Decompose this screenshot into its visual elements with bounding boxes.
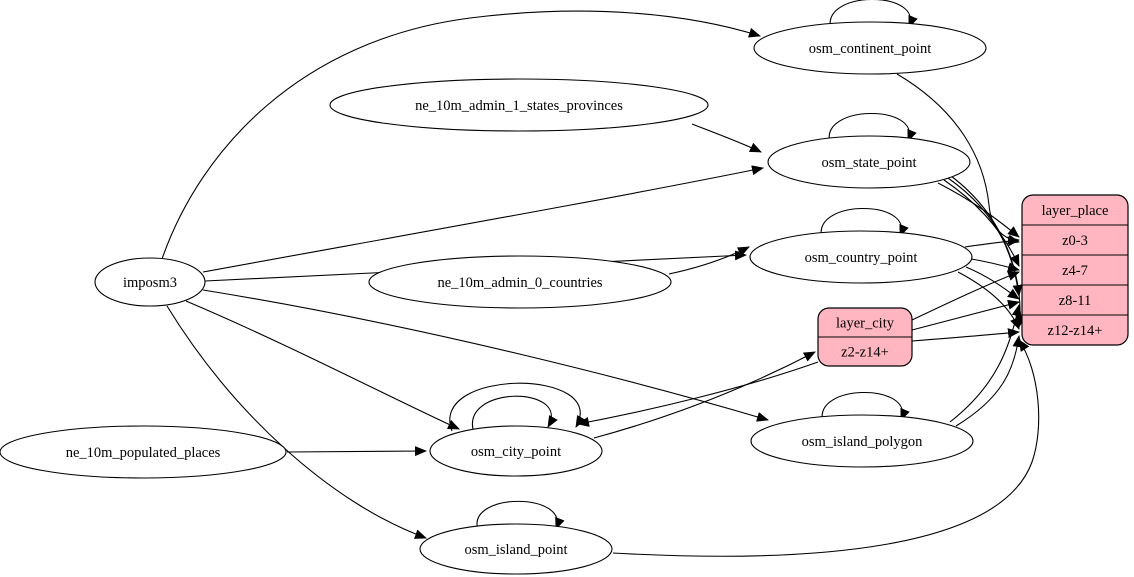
- edge-osm_island_polygon-to-osm_island_polygon: [821, 391, 910, 423]
- node-shape-osm_city_point: [429, 425, 603, 477]
- node-shape-osm_country_point: [749, 230, 973, 284]
- node-label-osm_state_point: osm_state_point: [821, 155, 916, 171]
- edge-layer_city-to-layer_place-z4-7: [911, 271, 1020, 321]
- record-row-layer_place-1: z0-3: [1062, 233, 1088, 249]
- node-shape-imposm3: [94, 257, 206, 307]
- node-osm_island_point: osm_island_point: [419, 523, 613, 575]
- edge-osm_city_point-to-layer_city-z2-z14+: [593, 351, 816, 439]
- record-row-layer_city-1: z2-z14+: [841, 345, 889, 361]
- edge-osm_country_point-to-layer_place-z4-7: [970, 258, 1020, 272]
- record-row-layer_place-2: z4-7: [1062, 263, 1088, 279]
- edge-osm_state_point-to-osm_state_point: [828, 112, 917, 144]
- edge-layer_city-to-osm_city_point: [577, 361, 819, 427]
- edge-osm_country_point-to-osm_country_point: [820, 207, 909, 239]
- record-shape-layer_place: [1021, 194, 1129, 346]
- node-imposm3: imposm3: [94, 257, 206, 307]
- edge-imposm3-to-osm_city_point: [185, 300, 460, 430]
- edge-osm_city_point-to-osm_city_point: [449, 382, 586, 432]
- record-row-layer_place-4: z12-z14+: [1048, 323, 1103, 339]
- edge-osm_island_polygon-to-layer_place-z8-11: [949, 304, 1022, 423]
- edge-layer_city-to-layer_place-z12-z14+: [911, 328, 1020, 342]
- node-label-osm_city_point: osm_city_point: [471, 444, 561, 460]
- edge-ne_10m_admin_0_countries-to-osm_country_point: [668, 246, 750, 275]
- node-osm_island_polygon: osm_island_polygon: [750, 414, 974, 468]
- node-shape-ne_10m_admin_1_states_provinces: [329, 78, 709, 132]
- node-label-ne_10m_populated_places: ne_10m_populated_places: [66, 445, 221, 461]
- record-row-layer_city-0: layer_city: [836, 316, 895, 332]
- edge-imposm3-to-osm_continent_point: [161, 10, 761, 260]
- node-shape-osm_island_point: [419, 523, 613, 575]
- edge-osm_country_point-to-layer_place-z12-z14+: [957, 271, 1020, 330]
- edge-ne_10m_populated_places-to-osm_city_point: [286, 446, 427, 457]
- edge-osm_island_point-to-layer_place-z12-z14+: [612, 339, 1040, 557]
- edge-osm_country_point-to-layer_place-z8-11: [965, 266, 1020, 300]
- edge-osm_island_point-to-osm_island_point: [476, 500, 565, 531]
- node-label-imposm3: imposm3: [123, 275, 177, 291]
- node-shape-osm_island_polygon: [750, 414, 974, 468]
- node-label-ne_10m_admin_0_countries: ne_10m_admin_0_countries: [437, 275, 602, 291]
- node-label-ne_10m_admin_1_states_provinces: ne_10m_admin_1_states_provinces: [415, 98, 623, 114]
- edge-osm_country_point-to-layer_place-z0-3: [964, 236, 1020, 248]
- node-ne_10m_admin_1_states_provinces: ne_10m_admin_1_states_provinces: [329, 78, 709, 132]
- edge-osm_continent_point-to-layer_place-z0-3: [896, 73, 1020, 245]
- edge-osm_state_point-to-layer_place-z4-7: [943, 179, 1020, 267]
- edge-osm_state_point-to-layer_place-z0-3: [937, 182, 1020, 238]
- edge-osm_state_point-to-layer_place-z8-11: [947, 177, 1023, 297]
- record-layer_place: layer_place z0-3 z4-7 z8-11 z12-z14+: [1021, 194, 1129, 346]
- record-layer_city: layer_city z2-z14+: [817, 307, 913, 367]
- edge-imposm3-to-osm_island_polygon: [202, 289, 769, 422]
- node-label-osm_country_point: osm_country_point: [805, 250, 918, 266]
- edge-osm_island_polygon-to-layer_place-z12-z14+: [955, 335, 1023, 427]
- node-osm_state_point: osm_state_point: [767, 135, 971, 189]
- node-shape-osm_state_point: [767, 135, 971, 189]
- record-row-layer_place-3: z8-11: [1059, 293, 1091, 309]
- node-ne_10m_admin_0_countries: ne_10m_admin_0_countries: [368, 255, 672, 309]
- node-shape-osm_continent_point: [753, 21, 987, 75]
- node-label-osm_continent_point: osm_continent_point: [809, 41, 931, 57]
- edge-osm_continent_point-to-osm_continent_point: [829, 0, 918, 30]
- node-shape-ne_10m_admin_0_countries: [368, 255, 672, 309]
- node-osm_country_point: osm_country_point: [749, 230, 973, 284]
- node-ne_10m_populated_places: ne_10m_populated_places: [0, 425, 287, 479]
- edge-imposm3-to-osm_island_point: [166, 305, 427, 539]
- node-shape-ne_10m_populated_places: [0, 425, 287, 479]
- edge-imposm3-to-osm_state_point: [202, 165, 764, 273]
- node-osm_continent_point: osm_continent_point: [753, 21, 987, 75]
- record-row-layer_place-0: layer_place: [1042, 203, 1109, 219]
- node-osm_city_point: osm_city_point: [429, 425, 603, 477]
- node-label-osm_island_polygon: osm_island_polygon: [802, 434, 924, 450]
- edge-osm_city_point-to-osm_city_point: [471, 395, 558, 434]
- node-label-osm_island_point: osm_island_point: [464, 542, 567, 558]
- edge-layer_city-to-layer_place-z8-11: [911, 299, 1020, 331]
- edge-ne_10m_admin_1_states_provinces-to-osm_state_point: [691, 123, 762, 153]
